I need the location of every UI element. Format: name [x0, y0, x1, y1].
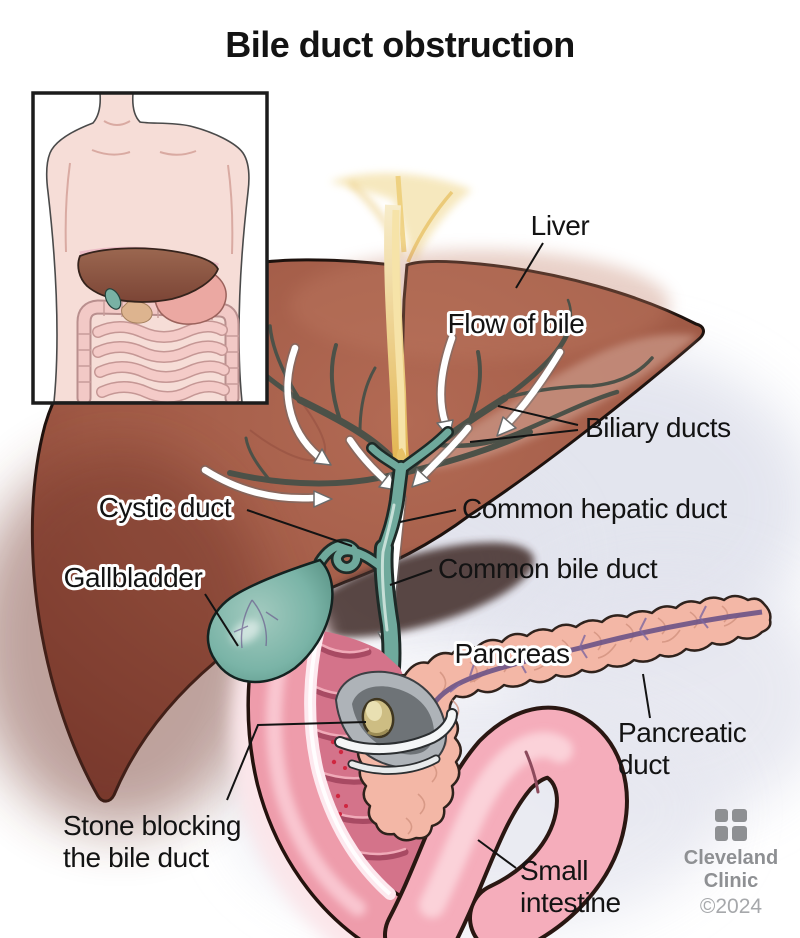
gallbladder-shape [206, 558, 334, 684]
label-common-bile-duct: Common bile duct [438, 553, 658, 584]
cleveland-clinic-credit: Cleveland Clinic ©2024 [684, 809, 778, 918]
leader-cystic-duct [246, 509, 353, 547]
leader-common-bile-duct [389, 569, 433, 586]
inset-small-intestine [92, 320, 230, 403]
leader-pancreatic-duct [642, 673, 651, 719]
credit-copyright: ©2024 [700, 895, 763, 918]
label-pancreas: Pancreas [454, 638, 569, 669]
leader-liver [515, 242, 544, 289]
label-small-intestine-line2: intestine [520, 887, 621, 918]
label-gallbladder: Gallbladder [64, 562, 203, 593]
label-biliary-ducts: Biliary ducts [585, 412, 731, 443]
label-flow-of-bile: Flow of bile [448, 308, 585, 339]
stone-cutaway [334, 670, 458, 775]
leader-biliary-ducts [469, 405, 579, 443]
label-liver: Liver [531, 210, 590, 241]
leader-stone [226, 721, 367, 801]
bile-stream-top [330, 173, 472, 264]
inset-gallbladder [104, 288, 122, 310]
label-small-intestine-line1: Small [520, 855, 588, 886]
label-stone-line1: Stone blocking [63, 810, 241, 841]
label-cystic-duct: Cystic duct [99, 492, 232, 523]
credit-org-line1: Cleveland [684, 847, 778, 869]
label-common-hepatic-duct: Common hepatic duct [462, 493, 727, 524]
leader-common-hepatic-duct [399, 509, 457, 523]
torso-inset [31, 91, 269, 405]
inset-duodenum [121, 301, 153, 324]
leader-small-intestine [477, 839, 517, 869]
inset-border [31, 91, 269, 405]
label-pancreatic-duct-line2: duct [618, 749, 670, 780]
small-intestine-loop [383, 705, 629, 938]
page-title: Bile duct obstruction [225, 24, 575, 65]
label-stone-line2: the bile duct [63, 842, 209, 873]
leader-lines [204, 242, 651, 869]
label-pancreatic-duct-line1: Pancreatic [618, 717, 747, 748]
credit-org-line2: Clinic [704, 870, 758, 892]
liver-underside-shadow [306, 542, 534, 638]
inset-liver [77, 247, 219, 303]
cleveland-clinic-logo-icon [715, 809, 747, 841]
leader-gallbladder [204, 593, 239, 647]
